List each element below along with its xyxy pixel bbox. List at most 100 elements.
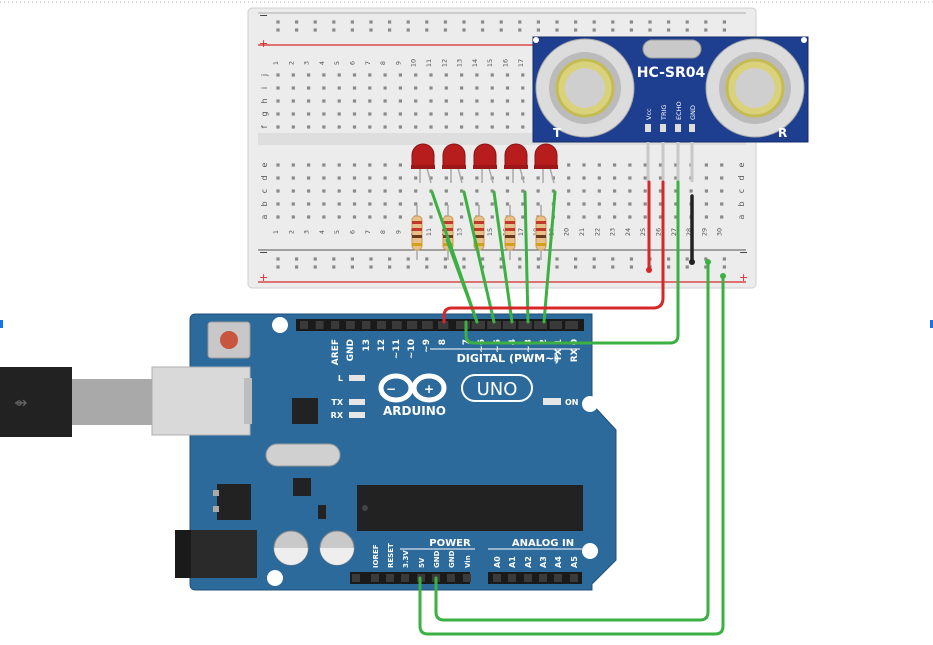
power-pin[interactable] — [371, 574, 379, 582]
breadboard-hole[interactable] — [613, 215, 617, 219]
breadboard-hole[interactable] — [460, 86, 464, 90]
breadboard-hole[interactable] — [521, 189, 525, 193]
breadboard-hole[interactable] — [307, 99, 311, 103]
analog-pin[interactable] — [493, 574, 501, 582]
digital-pin[interactable] — [477, 321, 485, 329]
rail-hole[interactable] — [406, 265, 410, 269]
rail-hole[interactable] — [350, 20, 354, 24]
breadboard-hole[interactable] — [291, 176, 295, 180]
rail-hole[interactable] — [499, 257, 503, 261]
breadboard-hole[interactable] — [322, 86, 326, 90]
breadboard-hole[interactable] — [475, 99, 479, 103]
breadboard-hole[interactable] — [475, 189, 479, 193]
analog-pin[interactable] — [524, 574, 532, 582]
rail-hole[interactable] — [499, 20, 503, 24]
breadboard-hole[interactable] — [383, 176, 387, 180]
rail-hole[interactable] — [685, 265, 689, 269]
breadboard-hole[interactable] — [643, 176, 647, 180]
red-led[interactable] — [473, 143, 497, 169]
breadboard-hole[interactable] — [291, 163, 295, 167]
breadboard-hole[interactable] — [414, 86, 418, 90]
breadboard-hole[interactable] — [597, 215, 601, 219]
rail-hole[interactable] — [722, 20, 726, 24]
digital-pin[interactable] — [438, 321, 446, 329]
power-pin[interactable] — [447, 574, 455, 582]
breadboard-hole[interactable] — [720, 189, 724, 193]
rail-hole[interactable] — [574, 20, 578, 24]
breadboard-hole[interactable] — [444, 73, 448, 77]
breadboard-hole[interactable] — [460, 202, 464, 206]
rail-hole[interactable] — [648, 20, 652, 24]
breadboard-hole[interactable] — [505, 86, 510, 90]
breadboard-hole[interactable] — [291, 73, 295, 77]
wire-led3-pin4[interactable] — [492, 190, 514, 324]
rail-hole[interactable] — [704, 265, 708, 269]
breadboard-hole[interactable] — [414, 112, 418, 116]
rail-hole[interactable] — [592, 257, 596, 261]
breadboard-hole[interactable] — [383, 215, 387, 219]
rail-hole[interactable] — [629, 20, 633, 24]
digital-pin[interactable] — [392, 321, 400, 329]
breadboard-hole[interactable] — [322, 189, 326, 193]
rail-hole[interactable] — [611, 20, 615, 24]
rail-hole[interactable] — [369, 265, 373, 269]
breadboard-hole[interactable] — [429, 86, 433, 90]
digital-pin[interactable] — [524, 321, 532, 329]
breadboard-hole[interactable] — [352, 215, 357, 219]
rail-hole[interactable] — [667, 20, 671, 24]
breadboard-hole[interactable] — [337, 86, 341, 90]
digital-pin[interactable] — [539, 321, 547, 329]
rail-hole[interactable] — [685, 28, 689, 32]
red-led[interactable] — [411, 143, 435, 169]
digital-pin[interactable] — [331, 321, 339, 329]
breadboard-hole[interactable] — [352, 112, 357, 116]
breadboard-hole[interactable] — [276, 125, 280, 129]
rail-hole[interactable] — [369, 20, 373, 24]
breadboard-hole[interactable] — [567, 176, 571, 180]
rail-hole[interactable] — [611, 28, 615, 32]
power-pin[interactable] — [352, 574, 360, 582]
digital-pin[interactable] — [508, 321, 516, 329]
breadboard-hole[interactable] — [414, 176, 418, 180]
breadboard-hole[interactable] — [429, 73, 433, 77]
breadboard-hole[interactable] — [720, 202, 724, 206]
breadboard-hole[interactable] — [276, 99, 280, 103]
rail-hole[interactable] — [369, 28, 373, 32]
breadboard-hole[interactable] — [444, 99, 448, 103]
breadboard-hole[interactable] — [720, 176, 724, 180]
breadboard-hole[interactable] — [307, 125, 311, 129]
rail-hole[interactable] — [499, 265, 503, 269]
breadboard-hole[interactable] — [567, 163, 571, 167]
breadboard-hole[interactable] — [475, 112, 479, 116]
digital-pin[interactable] — [570, 321, 578, 329]
breadboard-hole[interactable] — [643, 163, 647, 167]
red-led[interactable] — [534, 143, 558, 169]
breadboard-hole[interactable] — [613, 163, 617, 167]
rail-hole[interactable] — [388, 28, 392, 32]
reset-button[interactable] — [220, 331, 238, 349]
breadboard-hole[interactable] — [704, 202, 708, 206]
breadboard-hole[interactable] — [276, 86, 280, 90]
breadboard-hole[interactable] — [398, 112, 402, 116]
breadboard-hole[interactable] — [337, 202, 341, 206]
red-led[interactable] — [442, 143, 466, 169]
resistor[interactable] — [504, 215, 516, 251]
breadboard-hole[interactable] — [505, 125, 510, 129]
breadboard-hole[interactable] — [398, 176, 402, 180]
rail-hole[interactable] — [629, 265, 633, 269]
breadboard-hole[interactable] — [597, 163, 601, 167]
breadboard-hole[interactable] — [582, 202, 586, 206]
resistor[interactable] — [411, 215, 423, 251]
breadboard-hole[interactable] — [521, 86, 525, 90]
breadboard-hole[interactable] — [613, 202, 617, 206]
breadboard-hole[interactable] — [444, 202, 448, 206]
breadboard-hole[interactable] — [414, 125, 418, 129]
digital-pin[interactable] — [407, 321, 415, 329]
breadboard-hole[interactable] — [674, 202, 678, 206]
breadboard-hole[interactable] — [276, 202, 280, 206]
rail-hole[interactable] — [704, 20, 708, 24]
rail-hole[interactable] — [704, 257, 708, 261]
rail-hole[interactable] — [629, 28, 633, 32]
breadboard-hole[interactable] — [674, 163, 678, 167]
